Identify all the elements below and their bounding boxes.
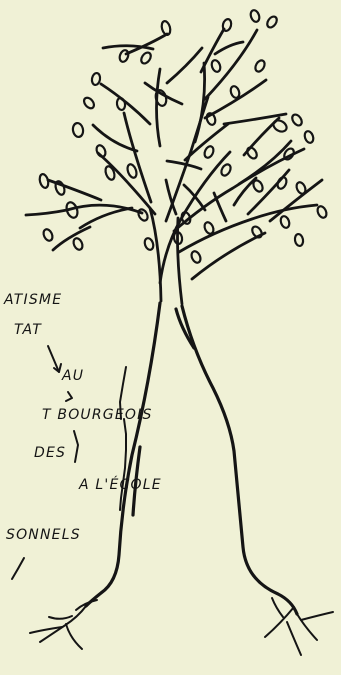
label-tat: TAT [14, 322, 42, 338]
label-ecole: A L'ÉCOLE [78, 476, 162, 493]
label-au: AU [61, 368, 84, 384]
label-des: DES [34, 445, 66, 461]
label-atisme: ATISME [3, 292, 62, 308]
label-sonnels: SONNELS [6, 527, 81, 543]
label-bourgeois: T BOURGEOIS [42, 407, 153, 423]
